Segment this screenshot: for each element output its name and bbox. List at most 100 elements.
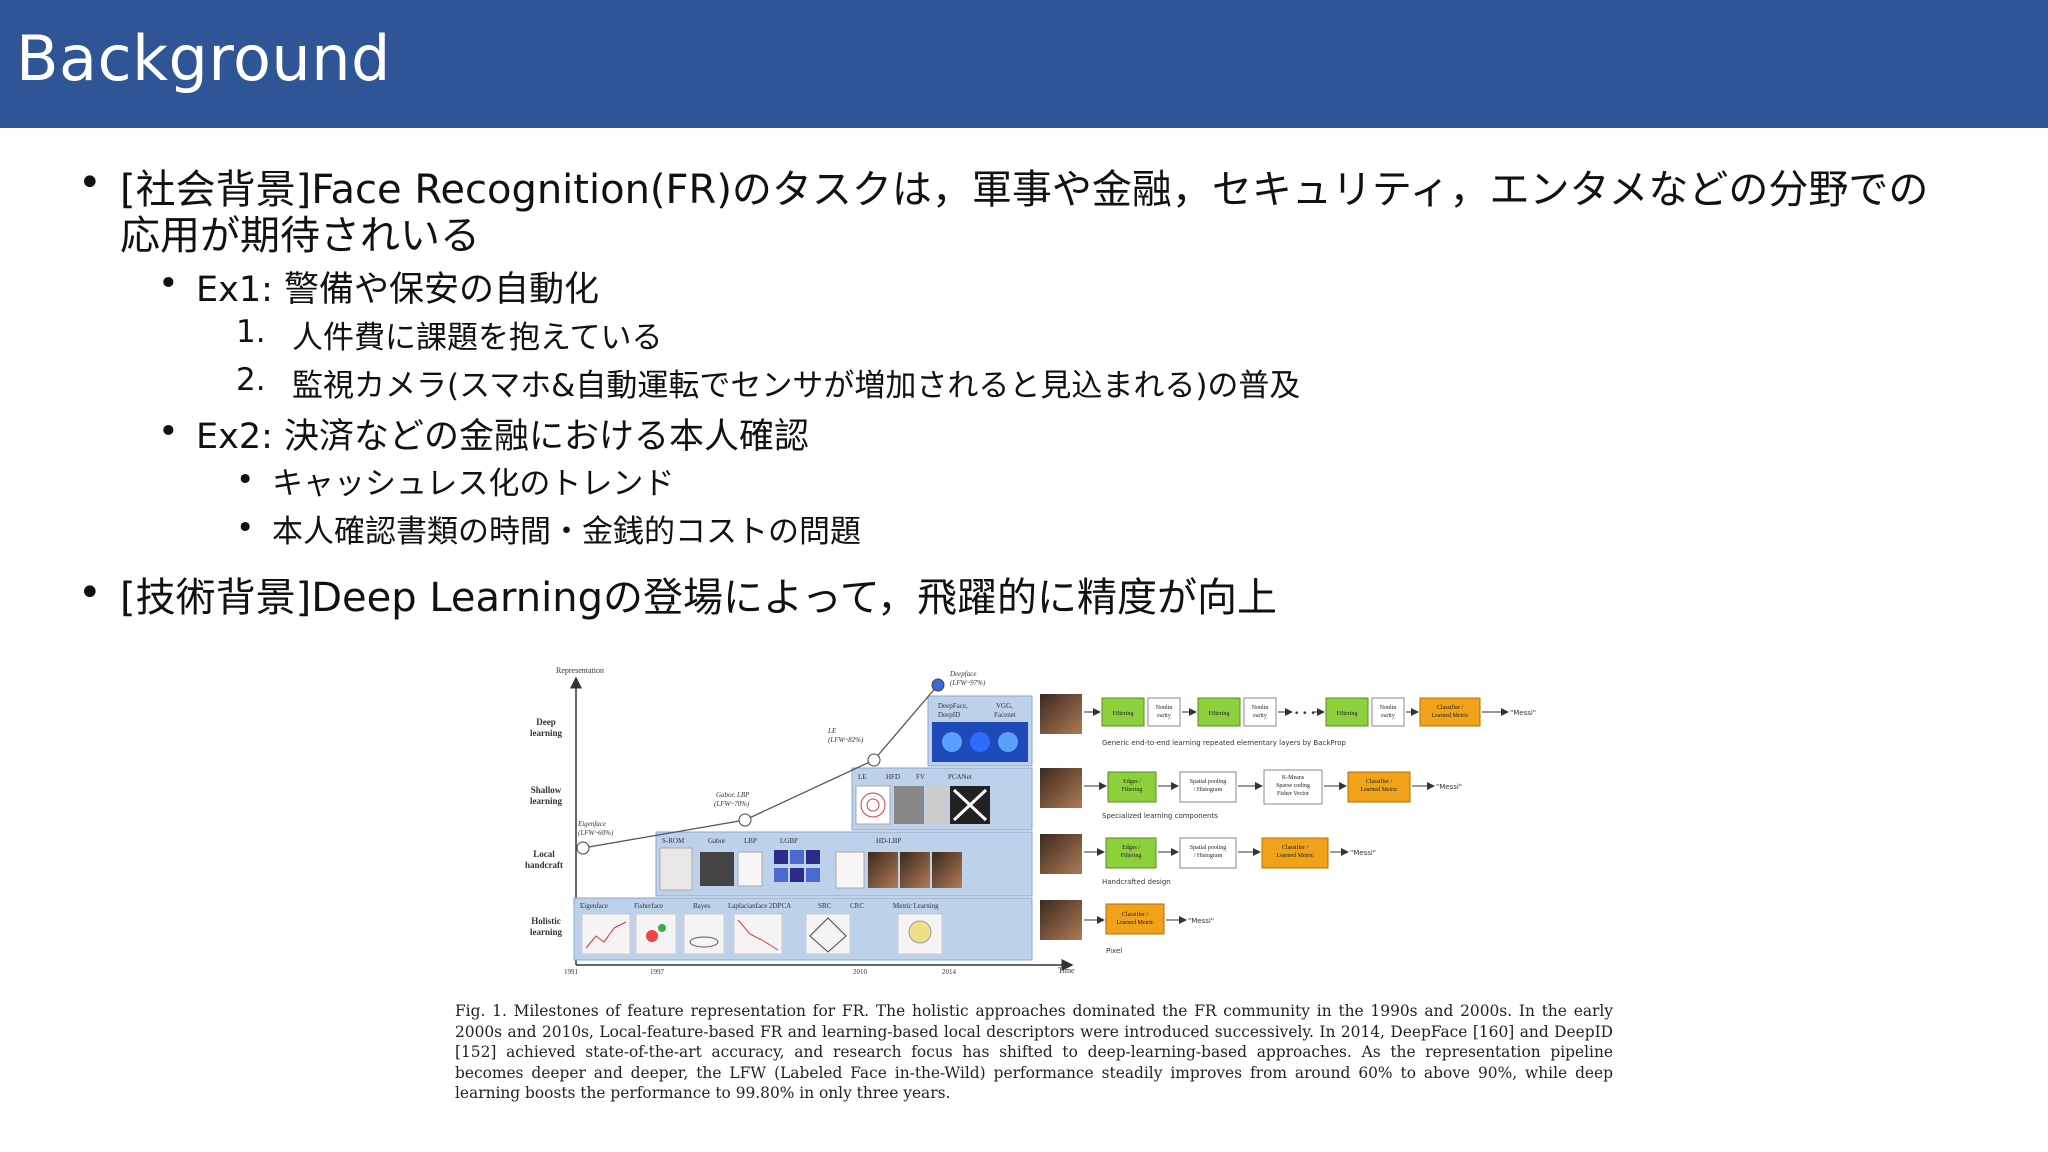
sub-bullet-ex1: Ex1: 警備や保安の自動化 bbox=[196, 270, 600, 310]
svg-text:• • •: • • • bbox=[1294, 709, 1316, 719]
svg-text:Fisher Vector: Fisher Vector bbox=[1277, 791, 1309, 797]
svg-text:Filtering: Filtering bbox=[1209, 711, 1230, 717]
svg-text:FV: FV bbox=[916, 773, 925, 781]
svg-text:LBP: LBP bbox=[744, 837, 757, 845]
svg-text:HFD: HFD bbox=[886, 773, 900, 781]
slide-title: Background bbox=[16, 22, 391, 95]
svg-text:DeepID: DeepID bbox=[938, 711, 960, 719]
svg-text:/ Histogram: / Histogram bbox=[1194, 787, 1223, 793]
bullet-dot: • bbox=[158, 264, 179, 304]
svg-text:Sparse coding: Sparse coding bbox=[1276, 783, 1310, 789]
svg-text:earity: earity bbox=[1381, 713, 1395, 719]
list-item: 本人確認書類の時間・金銭的コストの問題 bbox=[272, 514, 861, 550]
svg-text:LE: LE bbox=[827, 727, 837, 735]
svg-text:Edges /: Edges / bbox=[1122, 845, 1140, 851]
svg-text:Classifier /: Classifier / bbox=[1366, 778, 1392, 785]
svg-text:Laplacianface 2DPCA: Laplacianface 2DPCA bbox=[728, 902, 791, 910]
svg-text:Gabor, LBP: Gabor, LBP bbox=[716, 791, 750, 799]
svg-text:"Messi": "Messi" bbox=[1436, 783, 1462, 791]
bullet-social-line2: 応用が期待されいる bbox=[120, 213, 480, 259]
svg-text:(LFW~60%): (LFW~60%) bbox=[578, 829, 614, 837]
sub-bullet-ex2: Ex2: 決済などの金融における本人確認 bbox=[196, 417, 810, 457]
svg-text:1991: 1991 bbox=[564, 968, 579, 976]
svg-text:Nonlin: Nonlin bbox=[1380, 705, 1397, 711]
svg-text:(LFW~70%): (LFW~70%) bbox=[714, 800, 750, 808]
list-number: 1. bbox=[236, 314, 266, 350]
svg-text:Deepface: Deepface bbox=[949, 670, 976, 678]
svg-text:Pixel: Pixel bbox=[1106, 947, 1122, 955]
svg-text:Filtering: Filtering bbox=[1337, 711, 1358, 717]
bullet-tech: [技術背景]Deep Learningの登場によって，飛躍的に精度が向上 bbox=[120, 575, 1277, 621]
svg-text:(LFW~82%): (LFW~82%) bbox=[828, 736, 864, 744]
svg-text:Handcrafted design: Handcrafted design bbox=[1102, 878, 1171, 886]
bullet-dot: • bbox=[158, 412, 179, 452]
local-thumbnails bbox=[659, 847, 962, 891]
svg-text:Learned Metric: Learned Metric bbox=[1276, 853, 1313, 859]
svg-text:LE: LE bbox=[858, 773, 867, 781]
svg-text:Edges /: Edges / bbox=[1123, 779, 1141, 785]
svg-text:Gabor: Gabor bbox=[708, 837, 726, 845]
svg-text:earity: earity bbox=[1253, 713, 1267, 719]
svg-text:"Messi": "Messi" bbox=[1350, 849, 1376, 857]
list-number: 2. bbox=[236, 362, 266, 398]
svg-text:Filtering: Filtering bbox=[1122, 787, 1143, 793]
svg-text:(LFW~97%): (LFW~97%) bbox=[950, 679, 986, 687]
progress-line bbox=[582, 684, 939, 849]
svg-text:Learned Metric: Learned Metric bbox=[1360, 787, 1397, 793]
svg-text:"Messi": "Messi" bbox=[1188, 917, 1214, 925]
svg-text:Spatial pooling: Spatial pooling bbox=[1190, 779, 1227, 785]
svg-text:PCANet: PCANet bbox=[948, 773, 972, 781]
bullet-dot: • bbox=[78, 160, 102, 206]
svg-text:Metric Learning: Metric Learning bbox=[893, 902, 939, 910]
svg-text:LGBP: LGBP bbox=[780, 837, 798, 845]
bullet-dot: • bbox=[236, 462, 255, 498]
svg-text:Specialized learning component: Specialized learning components bbox=[1102, 812, 1218, 820]
svg-text:Classifier /: Classifier / bbox=[1122, 911, 1148, 918]
pipeline-shallow: "Messi" Specialized learning components bbox=[1040, 768, 1462, 820]
svg-text:Eigenface: Eigenface bbox=[577, 820, 606, 828]
svg-text:Bayes: Bayes bbox=[693, 902, 710, 910]
svg-text:SRC: SRC bbox=[818, 902, 832, 910]
svg-text:Filtering: Filtering bbox=[1121, 853, 1142, 859]
svg-text:Filtering: Filtering bbox=[1113, 711, 1134, 717]
bullet-dot: • bbox=[78, 570, 102, 616]
svg-text:2014: 2014 bbox=[942, 968, 957, 976]
svg-text:Spatial pooling: Spatial pooling bbox=[1190, 845, 1227, 851]
pipeline-holistic: "Messi" Pixel bbox=[1040, 900, 1214, 955]
svg-text:Learned Metric: Learned Metric bbox=[1116, 920, 1153, 926]
svg-text:DeepFace,: DeepFace, bbox=[938, 702, 968, 710]
svg-text:VGG,: VGG, bbox=[996, 702, 1013, 710]
svg-text:Eigenface: Eigenface bbox=[580, 902, 608, 910]
svg-text:Nonlin: Nonlin bbox=[1252, 705, 1269, 711]
svg-text:Nonlin: Nonlin bbox=[1156, 705, 1173, 711]
shallow-thumbnails bbox=[855, 785, 990, 825]
svg-text:2010: 2010 bbox=[853, 968, 868, 976]
svg-text:Learned Metric: Learned Metric bbox=[1431, 713, 1468, 719]
svg-text:HD-LBP: HD-LBP bbox=[876, 837, 901, 845]
svg-text:Generic end-to-end learning re: Generic end-to-end learning repeated ele… bbox=[1102, 739, 1346, 747]
svg-text:/ Histogram: / Histogram bbox=[1194, 853, 1223, 859]
pipeline-local: "Messi" Handcrafted design bbox=[1040, 834, 1376, 886]
svg-text:K-Means: K-Means bbox=[1282, 775, 1305, 781]
holistic-thumbnails bbox=[581, 913, 943, 955]
bullet-dot: • bbox=[236, 510, 255, 546]
figure-caption: Fig. 1. Milestones of feature representa… bbox=[455, 1002, 1613, 1102]
svg-text:1997: 1997 bbox=[650, 968, 665, 976]
svg-text:Classifier /: Classifier / bbox=[1437, 704, 1463, 711]
list-item: 監視カメラ(スマホ&自動運転でセンサが増加されると見込まれる)の普及 bbox=[292, 368, 1301, 404]
svg-text:Fisherface: Fisherface bbox=[634, 902, 663, 910]
x-axis-label: Time bbox=[1058, 966, 1075, 975]
bullet-social-line1: [社会背景]Face Recognition(FR)のタスクは，軍事や金融，セキ… bbox=[120, 167, 1929, 213]
list-item: 人件費に課題を抱えている bbox=[292, 320, 663, 356]
title-bar: Background bbox=[0, 0, 2048, 128]
svg-text:"Messi": "Messi" bbox=[1510, 709, 1536, 717]
y-axis-label: Representation bbox=[556, 666, 604, 675]
pipeline-deep: • • • "Messi" Generic end-to-end learnin… bbox=[1040, 694, 1536, 747]
svg-text:earity: earity bbox=[1157, 713, 1171, 719]
svg-text:Classifier /: Classifier / bbox=[1282, 844, 1308, 851]
svg-text:Facenet: Facenet bbox=[994, 711, 1016, 719]
